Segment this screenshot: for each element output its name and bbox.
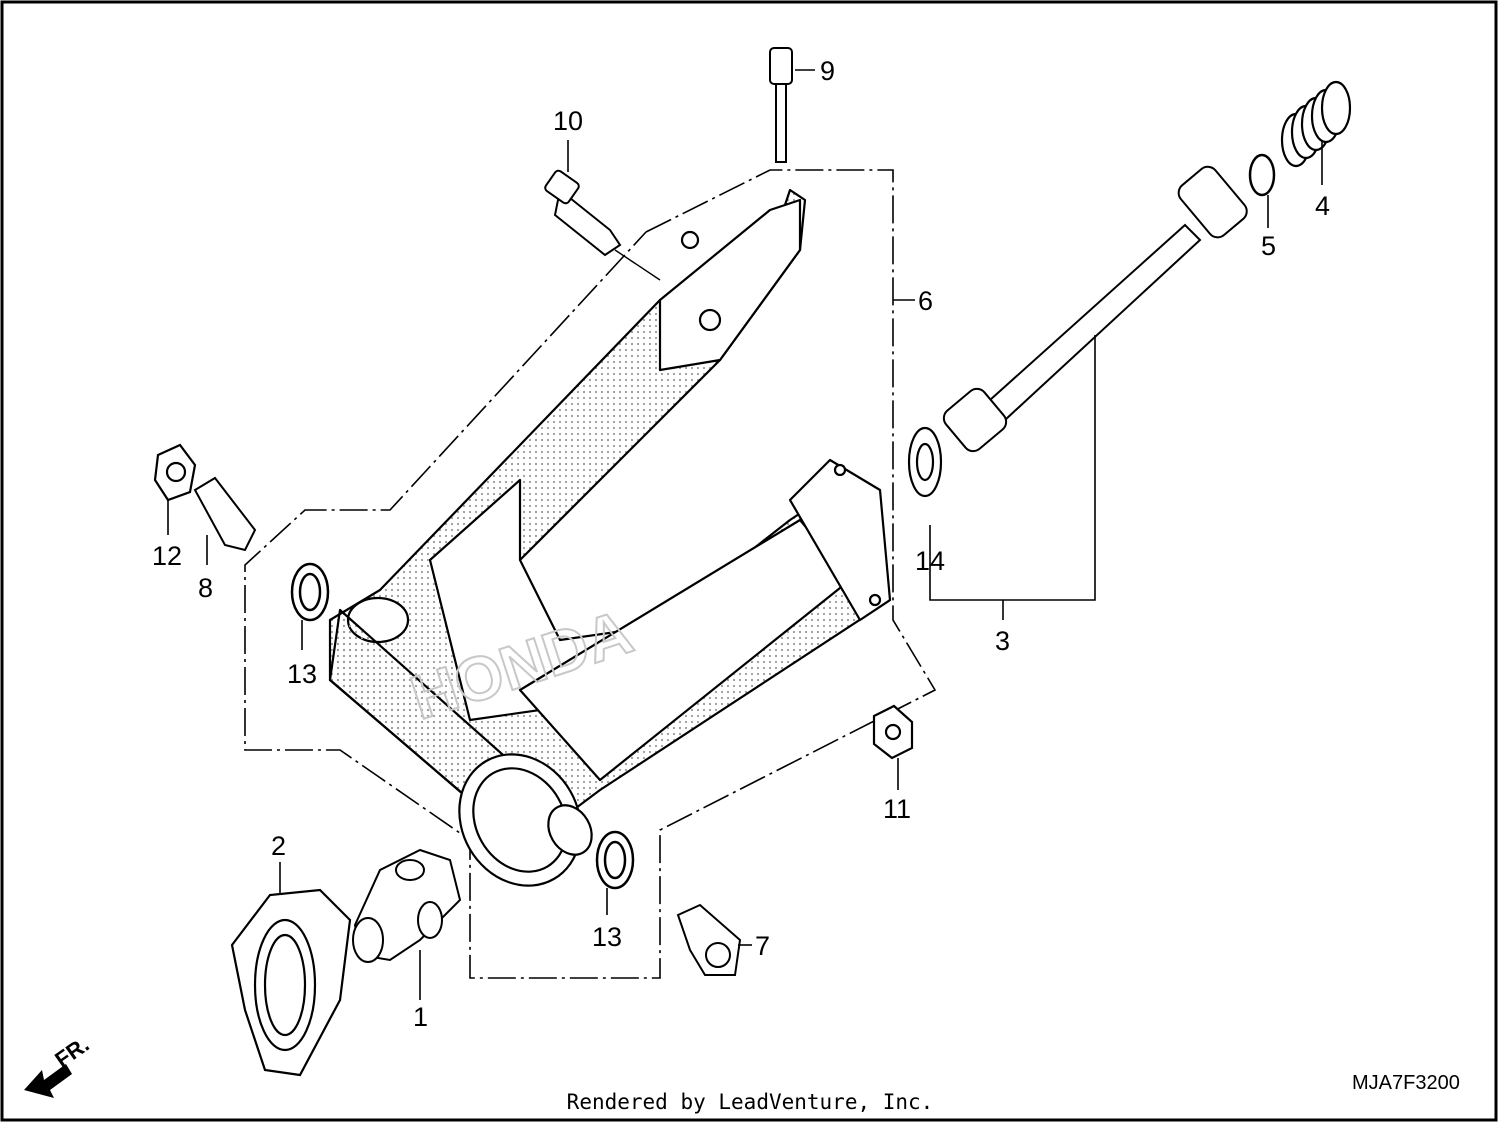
circlip-5-illustration <box>1248 153 1276 197</box>
callout-13-upper: 13 <box>287 659 317 689</box>
plug-7-illustration <box>676 903 742 976</box>
callout-5: 5 <box>1261 231 1276 261</box>
swingarm-assembly-outline <box>244 169 937 979</box>
render-credit: Rendered by LeadVenture, Inc. <box>566 1090 934 1114</box>
callout-13-lower: 13 <box>592 922 622 952</box>
callout-8: 8 <box>198 573 213 603</box>
part-code-label: MJA7F3200 <box>1352 1072 1460 1094</box>
callout-1: 1 <box>413 1002 428 1032</box>
callout-2: 2 <box>271 831 286 861</box>
callout-10: 10 <box>553 106 583 136</box>
callout-6: 6 <box>918 286 933 316</box>
leader-10b <box>614 249 661 281</box>
callout-4: 4 <box>1315 191 1330 221</box>
nut-12-illustration <box>153 443 197 502</box>
swingarm-illustration <box>328 188 892 887</box>
drive-shaft-3-illustration <box>942 165 1248 453</box>
direction-label: FR. <box>50 1032 93 1073</box>
seal-13-lower-illustration <box>595 830 635 890</box>
nut-11-illustration <box>872 704 914 760</box>
universal-joint-1-illustration <box>352 848 462 963</box>
bolt-9-illustration <box>769 47 793 163</box>
callout-7: 7 <box>755 931 770 961</box>
callout-11: 11 <box>883 794 911 824</box>
callout-9: 9 <box>820 56 835 86</box>
callout-3: 3 <box>995 626 1010 656</box>
bearing-14-illustration <box>907 426 943 498</box>
callout-12: 12 <box>152 541 182 571</box>
spring-4-illustration <box>1280 80 1352 168</box>
seal-13-upper-illustration <box>290 562 330 622</box>
front-direction-arrow-icon: FR. <box>24 1032 94 1098</box>
leader-3-bracket <box>929 335 1096 601</box>
pivot-bolt-8-illustration <box>193 476 257 552</box>
callout-14: 14 <box>915 546 945 576</box>
pivot-bolt-10-illustration <box>544 169 622 257</box>
boot-2-illustration <box>230 888 352 1077</box>
